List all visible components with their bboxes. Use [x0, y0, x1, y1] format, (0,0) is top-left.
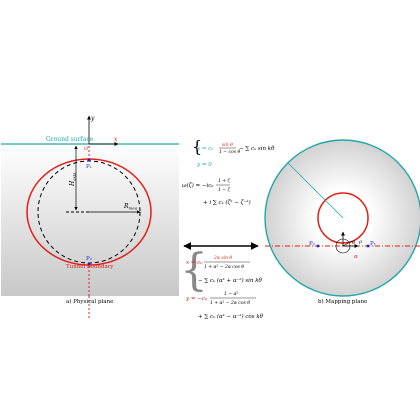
eq2-lhs: ω(ζ) = −ic₀: [182, 182, 214, 189]
equations-panel: { x = c₀ sin θ 1 − cos θ − ∑ cₖ sin kθ y…: [180, 137, 275, 320]
eq1-x: x = c₀: [197, 146, 214, 152]
point-p2: [87, 262, 91, 266]
eq3-x: x = c₀: [186, 260, 203, 266]
eq3-y-num: 1 − α²: [224, 291, 239, 297]
r-mea-label: Rmea: [123, 203, 138, 211]
eq3-frac-den: 1 + α² − 2α cos θ: [204, 264, 244, 270]
eq2-frac-den: 1 − ζ: [218, 187, 230, 193]
eq3-sum: − ∑ cₖ (αᵏ + α⁻ᵏ) sin kθ: [198, 277, 263, 284]
eq1-sum: − ∑ cₖ sin kθ: [239, 146, 275, 152]
alpha-label: α: [354, 254, 358, 260]
unit-radius: [287, 162, 344, 219]
eq2-rest: + i ∑ cₖ (ζᵏ − ζ⁻ᵏ): [203, 199, 251, 206]
eq2-frac-num: 1 + ζ: [218, 178, 230, 184]
origin-label: O: [84, 146, 88, 152]
eq1-frac-num: sin θ: [222, 142, 233, 148]
eq3-y-sum: + ∑ cₖ (αᵏ − α⁻ᵏ) cos kθ: [198, 313, 264, 320]
mapped-p1-label: P₁: [370, 241, 376, 247]
mapped-p2-label: P₂: [309, 241, 315, 247]
eq3-frac-num: 2α sin θ: [213, 255, 232, 261]
eq1-frac-den: 1 − cos θ: [219, 149, 240, 155]
eq3-brace: {: [180, 245, 208, 296]
mapping-plane-panel: θ ρ α P₂ P₁ b) Mapping plane: [264, 139, 420, 305]
ground-region: [1, 144, 179, 296]
h-axis-label: Haxis: [69, 173, 77, 187]
ground-surface-label: Ground surface: [46, 136, 94, 143]
rho-label: ρ: [358, 239, 362, 245]
physical-plane-caption: a) Physical plane: [66, 298, 113, 305]
mapped-point-p2: [316, 244, 320, 248]
point-p1: [87, 158, 91, 162]
point-p2-label: P₂: [86, 256, 92, 262]
rho-ray: [342, 240, 353, 247]
eq1-y: y = 0: [196, 162, 212, 168]
theta-label: θ: [352, 240, 355, 246]
tunnel-boundary-label: Tunnel boundary: [66, 264, 114, 270]
eq3-y-den: 1 + α² − 2α cos θ: [210, 300, 250, 306]
point-p1-label: P₁: [86, 164, 92, 170]
y-axis-label: y: [90, 115, 95, 122]
eq1-brace: {: [192, 137, 202, 156]
mapping-plane-caption: b) Mapping plane: [318, 298, 367, 305]
mapped-point-p1: [366, 244, 370, 248]
eq3-y: y = −c₀: [185, 296, 208, 302]
physical-plane-panel: Ground surface y x O P₁ P₂ Tunnel bounda…: [1, 115, 179, 320]
x-axis-label: x: [114, 136, 118, 143]
